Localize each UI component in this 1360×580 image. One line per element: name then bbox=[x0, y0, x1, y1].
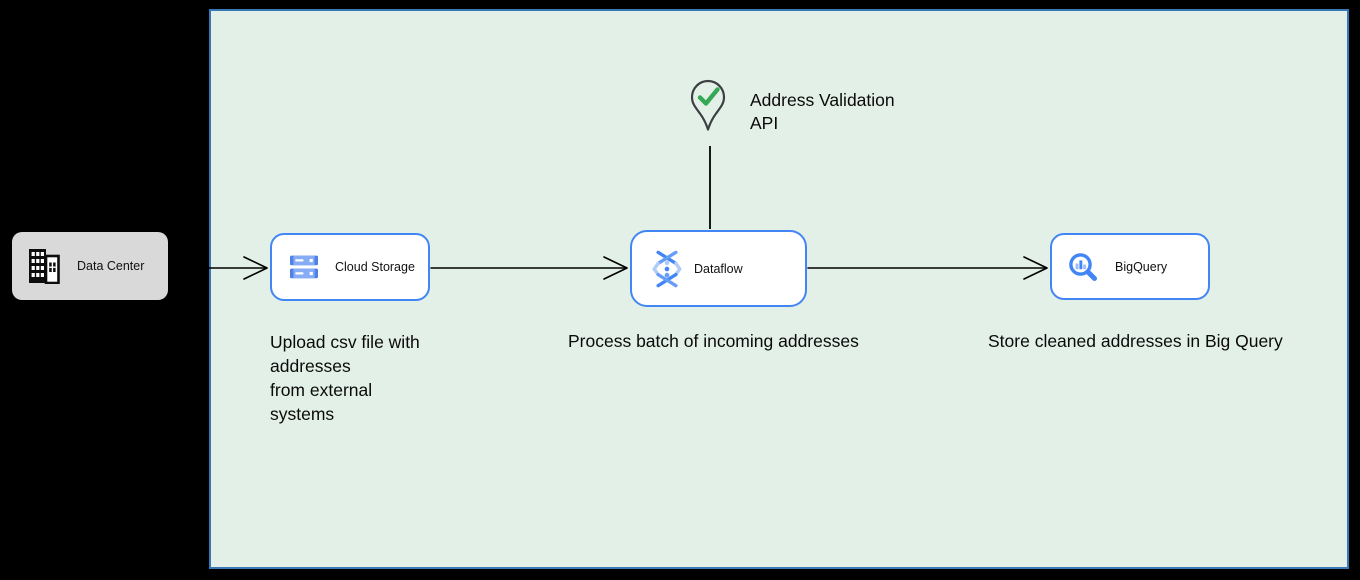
building-icon bbox=[29, 249, 60, 284]
node-label-cloud-storage: Cloud Storage bbox=[335, 260, 415, 274]
node-label-bigquery: BigQuery bbox=[1115, 259, 1168, 274]
cloud-storage-icon bbox=[290, 255, 318, 279]
pin-check-icon bbox=[690, 79, 726, 131]
bigquery-icon bbox=[1069, 252, 1097, 281]
caption-bigquery: Store cleaned addresses in Big Query bbox=[988, 331, 1283, 351]
caption-dataflow: Process batch of incoming addresses bbox=[568, 331, 859, 351]
caption-cloud-storage: Upload csv file with addresses from exte… bbox=[270, 332, 420, 424]
node-label-dataflow: Dataflow bbox=[694, 261, 743, 276]
address-validation-node[interactable] bbox=[689, 79, 727, 133]
node-data-center[interactable]: Data Center bbox=[12, 232, 168, 300]
node-cloud-storage[interactable]: Cloud Storage bbox=[270, 233, 430, 301]
node-bigquery[interactable]: BigQuery bbox=[1050, 233, 1210, 300]
node-label-data-center: Data Center bbox=[77, 259, 145, 273]
address-validation-label: Address Validation API bbox=[750, 90, 895, 133]
node-dataflow[interactable]: Dataflow bbox=[630, 230, 807, 307]
dataflow-icon bbox=[652, 250, 682, 287]
